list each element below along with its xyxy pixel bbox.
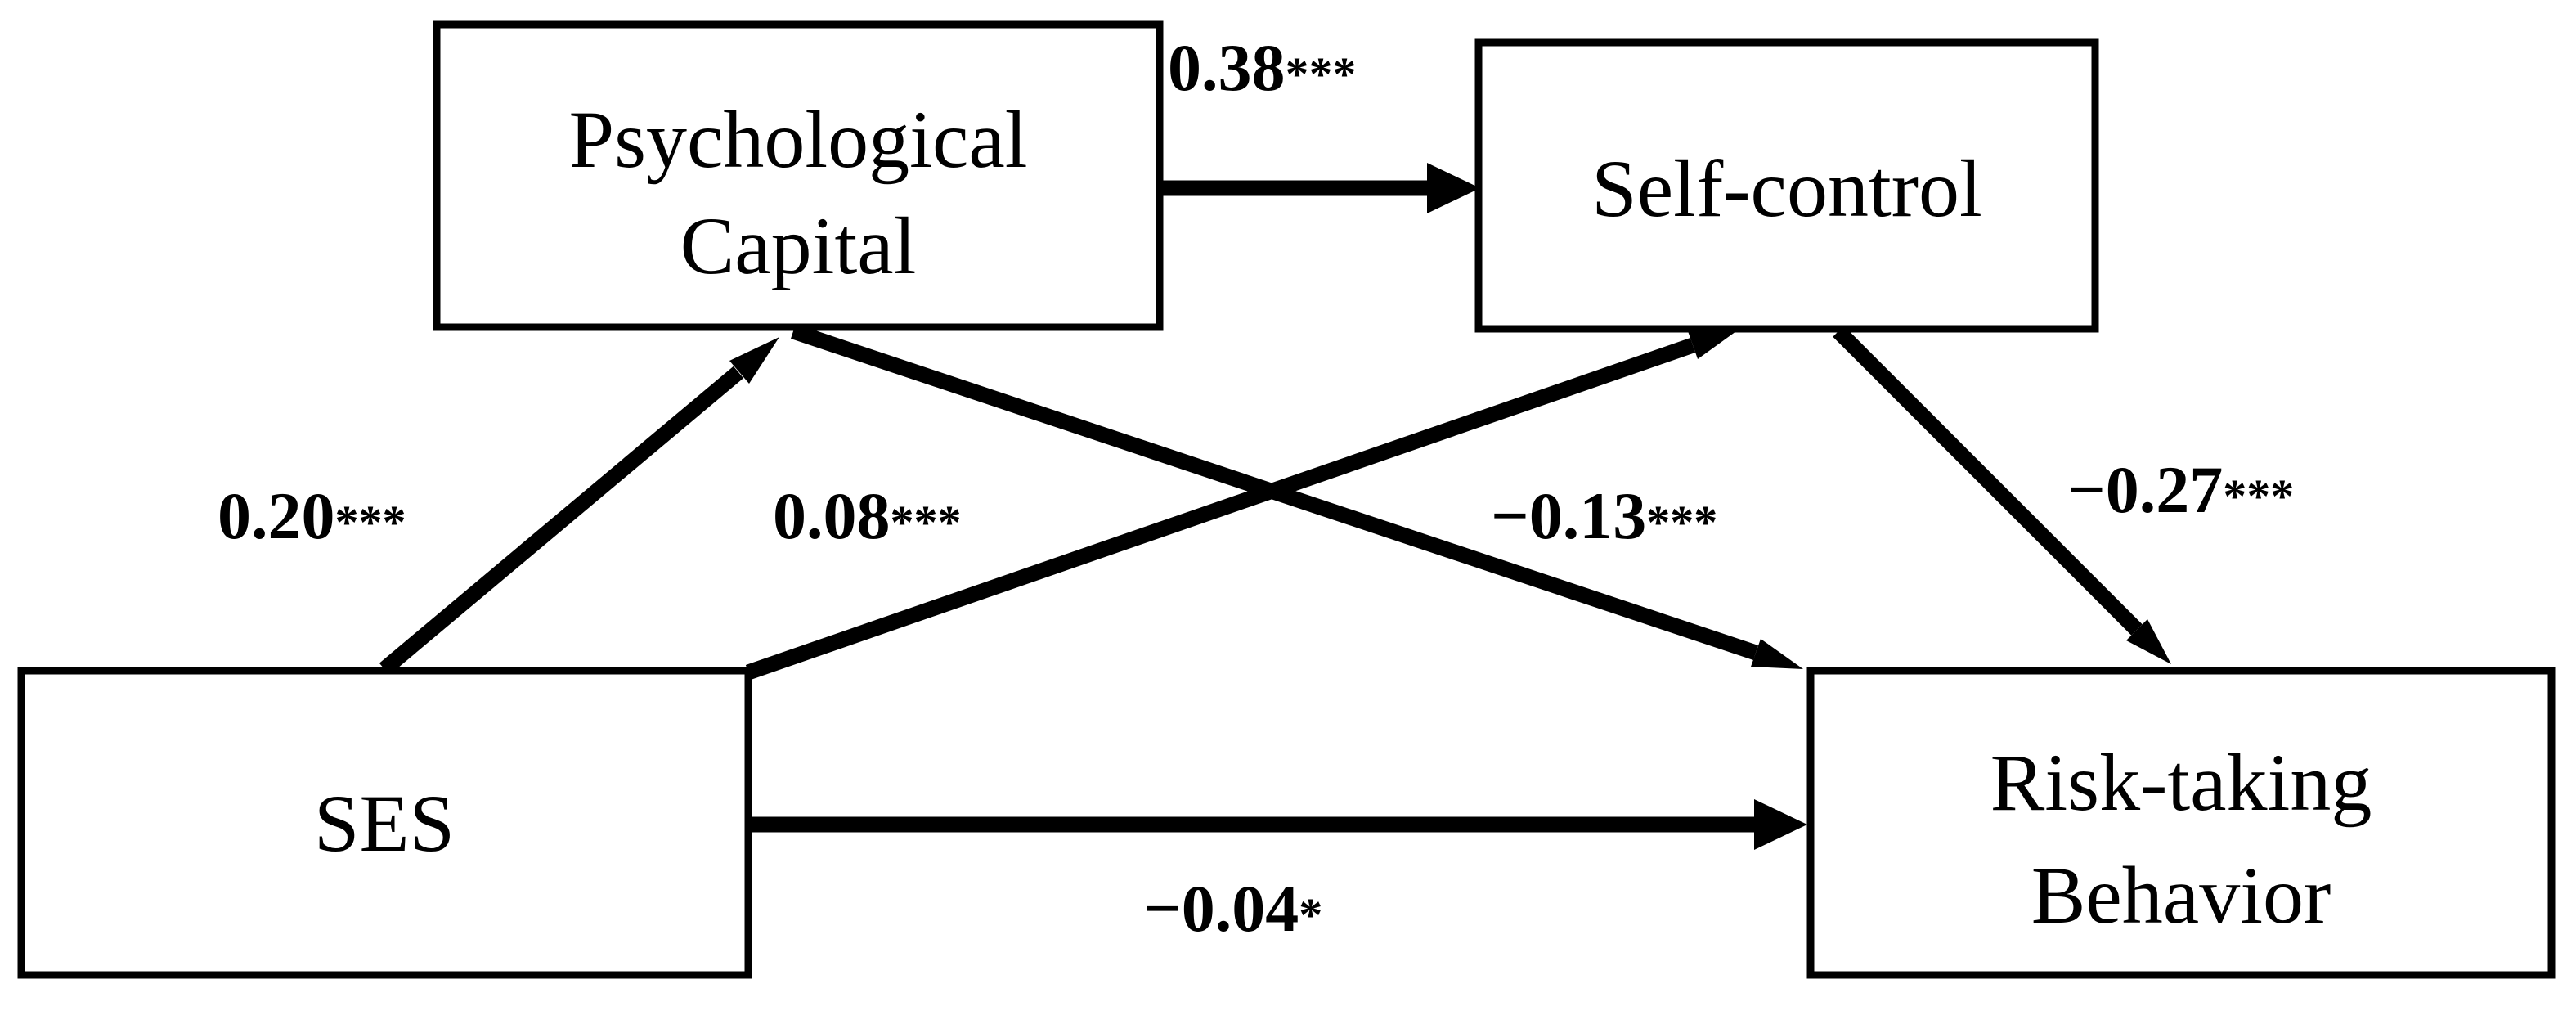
coef-psych-to-self: 0.38***: [1168, 30, 1357, 105]
node-label-line2: Capital: [680, 200, 917, 291]
edge-ses-to-psych: [379, 366, 744, 676]
arrowhead-psych-to-risk: [1751, 639, 1803, 669]
node-box: [1806, 667, 2556, 979]
coef-ses-to-risk: −0.04*: [1143, 871, 1322, 946]
node-self-control: Self-control: [1474, 38, 2099, 333]
arrowhead-ses-to-risk: [1754, 799, 1807, 850]
arrowhead-psych-to-self: [1427, 163, 1480, 213]
coef-ses-to-self: 0.08***: [773, 479, 962, 553]
node-label: Self-control: [1591, 143, 1982, 234]
node-box: [1474, 38, 2099, 333]
coef-ses-to-psych: 0.20***: [218, 479, 406, 553]
edge-self-to-risk: [1833, 326, 2143, 636]
path-coefficients: 0.38*** 0.20*** 0.08*** −0.13*** −0.27**…: [218, 30, 2294, 946]
node-label-line1: Psychological: [568, 94, 1027, 185]
node-psychological-capital: Psychological Capital: [433, 20, 1164, 331]
node-label: SES: [314, 778, 455, 869]
node-label-line2: Behavior: [2031, 850, 2331, 941]
edges: [379, 163, 2171, 850]
edge-psych-to-risk: [790, 323, 1759, 661]
arrowhead-ses-to-self: [1688, 327, 1742, 359]
coef-self-to-risk: −0.27***: [2067, 452, 2294, 527]
arrowhead-self-to-risk: [2126, 619, 2171, 664]
node-label-line1: Risk-taking: [1990, 737, 2372, 828]
coef-psych-to-risk: −0.13***: [1491, 479, 1717, 553]
node-box: [17, 667, 752, 979]
node-risk-taking-behavior: Risk-taking Behavior: [1806, 667, 2556, 979]
arrowhead-ses-to-psych: [729, 337, 779, 384]
edge-ses-to-self: [745, 338, 1696, 680]
node-box: [433, 20, 1164, 331]
node-ses: SES: [17, 667, 752, 979]
